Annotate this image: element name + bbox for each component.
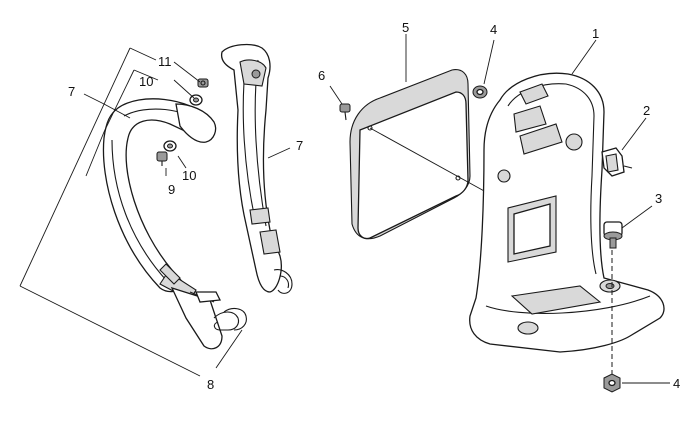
callout-7-left: 7: [68, 84, 75, 99]
callout-5: 5: [402, 20, 409, 35]
cushion-part-2: [601, 117, 647, 177]
callout-4-bottom: 4: [673, 376, 680, 391]
snap-hook-part-8-left: [213, 307, 247, 331]
callout-6: 6: [318, 68, 325, 83]
callout-10-lower: 10: [182, 168, 196, 183]
bolt-part-3: [603, 205, 653, 249]
callout-2: 2: [643, 103, 650, 118]
screw-part-9: [156, 151, 168, 166]
callout-11: 11: [158, 54, 172, 69]
callout-7-right: 7: [296, 138, 303, 153]
left-leaders: [19, 47, 243, 377]
callout-9: 9: [168, 182, 175, 197]
callout-3: 3: [655, 191, 662, 206]
nut-part-11: [197, 78, 209, 88]
washer-part-10-lower: [163, 140, 177, 152]
left-shoulder-strap: [102, 98, 223, 350]
back-frame-part-1: [469, 72, 665, 353]
right-shoulder-strap: [220, 43, 293, 294]
screw-part-6: [329, 85, 351, 121]
callout-8: 8: [207, 377, 214, 392]
nut-part-4-bottom: [603, 373, 670, 393]
plate-part-5: [349, 69, 471, 240]
callout-10-upper: 10: [139, 74, 153, 89]
nut-part-4-top: [472, 39, 495, 99]
callout-4-top: 4: [490, 22, 497, 37]
callout-1: 1: [592, 26, 599, 41]
